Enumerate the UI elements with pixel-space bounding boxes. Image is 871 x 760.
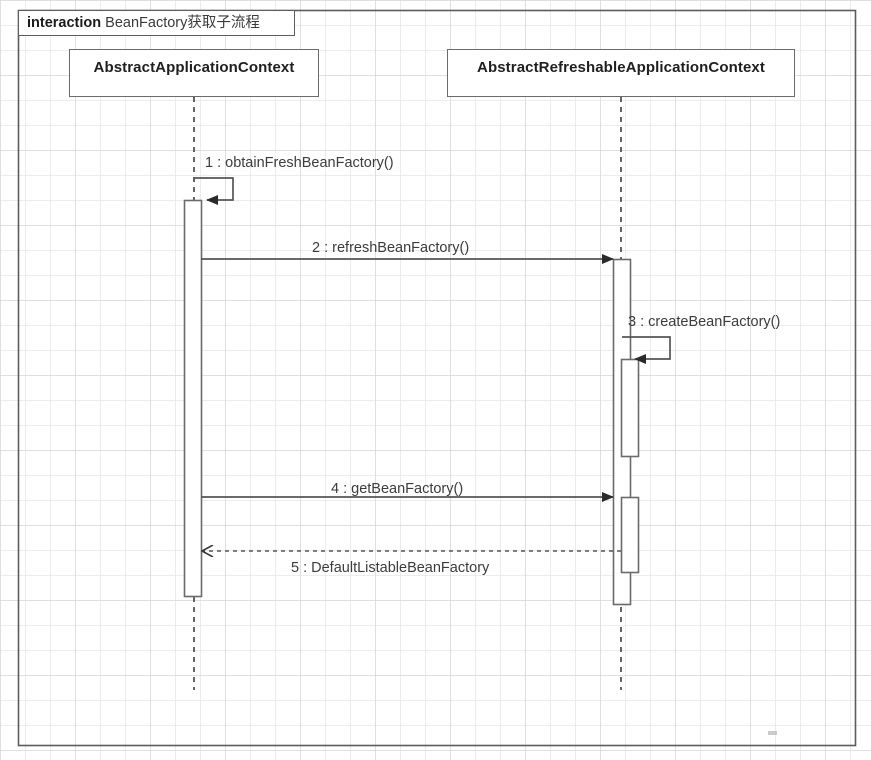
frame-label: interaction BeanFactory获取子流程 — [18, 10, 295, 36]
message-arrow-3-self[interactable] — [622, 336, 671, 364]
message-label-4: 4 : getBeanFactory() — [331, 481, 464, 497]
interaction-frame-border — [17, 9, 857, 747]
stray-mark-artifact — [768, 731, 777, 735]
frame-name: BeanFactory获取子流程 — [105, 15, 260, 31]
message-label-5: 5 : DefaultListableBeanFactory — [291, 560, 490, 576]
activation-bar-act-right-nested-create[interactable] — [620, 358, 640, 458]
lifeline-label-right: AbstractRefreshableApplicationContext — [477, 59, 765, 76]
lifeline-box-abstract-refreshable-application-context[interactable]: AbstractRefreshableApplicationContext — [447, 49, 795, 97]
activation-bar-act-right-nested-get[interactable] — [620, 496, 640, 574]
lifeline-label-left: AbstractApplicationContext — [93, 59, 295, 76]
message-label-3: 3 : createBeanFactory() — [628, 314, 781, 330]
message-label-1: 1 : obtainFreshBeanFactory() — [205, 155, 394, 171]
lifeline-box-abstract-application-context[interactable]: AbstractApplicationContext — [69, 49, 319, 97]
message-arrow-1-self[interactable] — [194, 177, 234, 205]
activation-bar-act-left-main[interactable] — [183, 199, 203, 598]
frame-keyword: interaction — [27, 15, 102, 31]
message-label-2: 2 : refreshBeanFactory() — [312, 240, 470, 256]
